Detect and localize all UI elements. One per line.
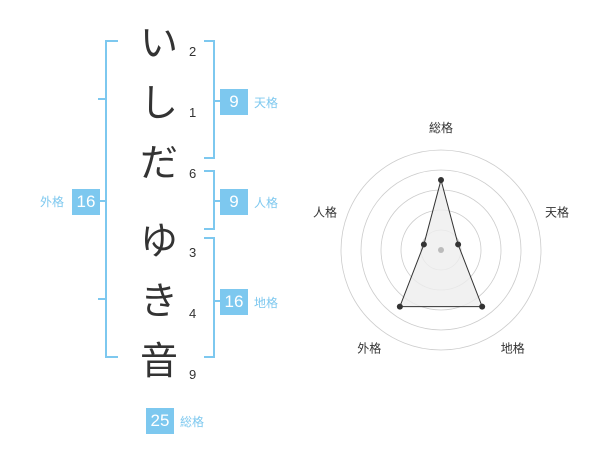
radar-axis-label-5: 人格 xyxy=(313,204,337,219)
stroke-count-6: 9 xyxy=(189,367,197,382)
jinkaku-label: 人格 xyxy=(254,196,279,210)
name-char-5: き xyxy=(139,279,178,323)
name-char-1: い xyxy=(139,21,178,65)
radar-axis-label-2: 天格 xyxy=(545,204,569,219)
radar-center-dot xyxy=(438,247,444,253)
radar-polygon xyxy=(399,178,483,308)
radar-point-1 xyxy=(438,177,444,183)
radar-point-2 xyxy=(455,241,462,248)
radar-point-3 xyxy=(479,303,486,310)
tenkaku-bracket xyxy=(204,40,220,159)
radar-point-4 xyxy=(396,303,403,310)
gaikaku-bracket xyxy=(98,40,118,358)
stroke-count-4: 3 xyxy=(189,245,197,260)
tenkaku-value: 9 xyxy=(220,89,248,115)
stroke-count-1: 2 xyxy=(189,44,197,59)
jinkaku-value: 9 xyxy=(220,189,248,215)
soukaku-value: 25 xyxy=(146,408,174,434)
radar-grid-ring xyxy=(360,169,522,331)
radar-point-5 xyxy=(420,241,427,248)
radar-grid-ring xyxy=(340,149,542,351)
name-char-4: ゆ xyxy=(139,219,178,263)
radar-axis-label-3: 地格 xyxy=(501,341,525,356)
gaikaku-label: 外格 xyxy=(40,195,65,209)
name-char-2: し xyxy=(139,81,178,125)
name-char-6: 音 xyxy=(139,339,178,383)
stroke-count-2: 1 xyxy=(189,105,197,120)
stroke-count-5: 4 xyxy=(189,306,197,321)
soukaku-label: 総格 xyxy=(180,415,205,429)
chikaku-value: 16 xyxy=(220,289,248,315)
tenkaku-label: 天格 xyxy=(254,96,279,110)
stroke-count-3: 6 xyxy=(189,166,197,181)
chikaku-label: 地格 xyxy=(254,296,279,310)
jinkaku-bracket xyxy=(204,170,220,230)
gaikaku-value: 16 xyxy=(72,189,100,215)
name-char-3: だ xyxy=(139,141,178,185)
chikaku-bracket xyxy=(204,237,220,358)
radar-axis-label-4: 外格 xyxy=(357,341,381,356)
radar-axis-label-1: 総格 xyxy=(429,120,453,135)
